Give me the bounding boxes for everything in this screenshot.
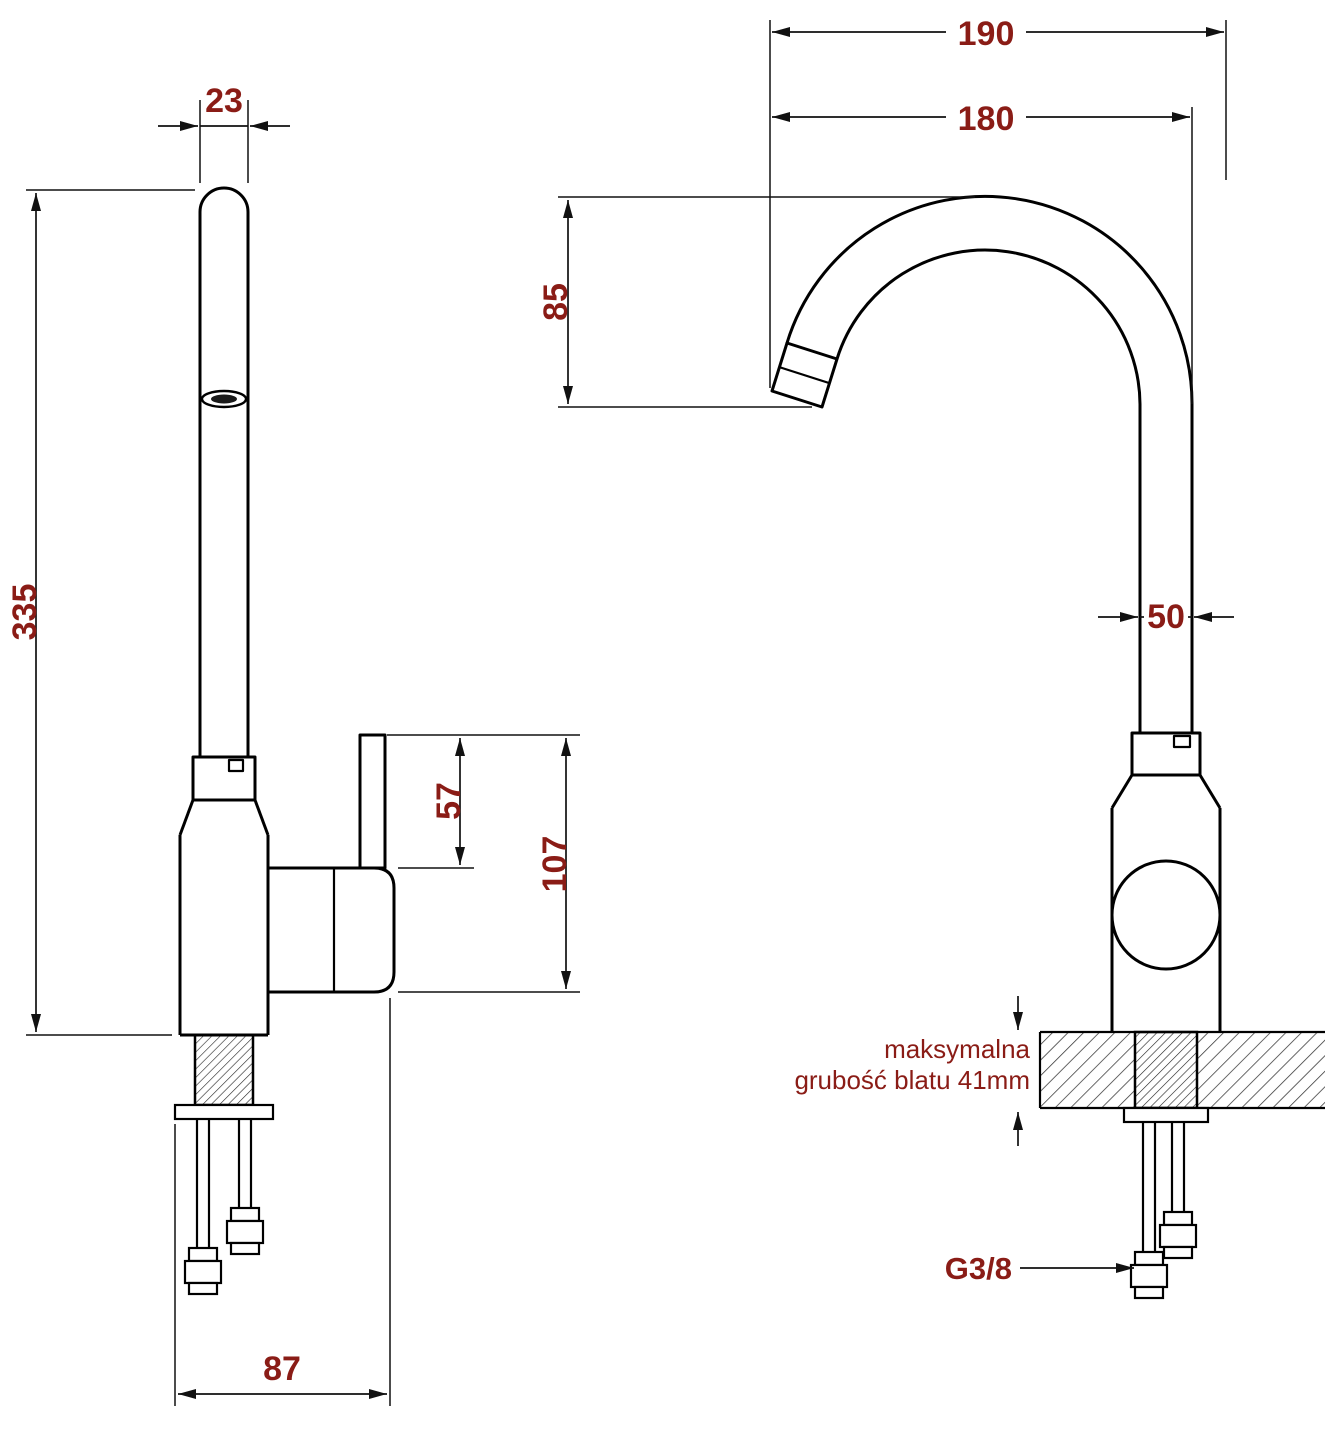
- thread-label: G3/8: [945, 1251, 1012, 1286]
- side-view: [173, 186, 396, 1296]
- front-view: [770, 194, 1325, 1300]
- mounting-hardware-side: [183, 1119, 265, 1296]
- dim-label-total-height: 335: [6, 584, 44, 641]
- counter-thickness-note: maksymalna grubość blatu 41mm: [794, 996, 1031, 1146]
- note-line1: maksymalna: [884, 1034, 1030, 1064]
- dim-label-spout-drop: 85: [537, 283, 575, 321]
- note-line2: grubość blatu 41mm: [794, 1065, 1030, 1095]
- dimension-total-height: 335: [6, 189, 195, 1036]
- dimension-reach-inner: 180: [772, 99, 1193, 404]
- dim-label-spout-diameter: 23: [205, 82, 243, 120]
- spout-pipe-side: [198, 186, 250, 757]
- dim-label-reach-outer: 190: [958, 15, 1015, 53]
- dimension-base-depth: 87: [174, 998, 391, 1406]
- dimension-spout-diameter: 23: [158, 82, 290, 183]
- faucet-body-side: [178, 835, 270, 1037]
- dimension-reach-outer: 190: [769, 14, 1227, 388]
- mounting-hardware-front: [1129, 1122, 1198, 1300]
- dimension-handle-lever: 57: [387, 734, 580, 869]
- faucet-body-front: [1110, 808, 1222, 1032]
- aerator-outlet-icon: [200, 389, 248, 409]
- handle-side: [268, 733, 396, 994]
- dim-label-handle-total: 107: [536, 836, 574, 893]
- thread-size-callout: G3/8: [945, 1251, 1134, 1286]
- dim-label-base-depth: 87: [263, 1350, 301, 1388]
- mounting-shank-side: [173, 1033, 275, 1121]
- front-view-dimensions: 190 180 85 50 maksymalna: [537, 14, 1234, 1286]
- dimension-handle-total: 107: [398, 738, 580, 993]
- spout-collar-side: [178, 755, 270, 836]
- gooseneck-spout-front: [770, 194, 1194, 733]
- dimension-pipe-width: 50: [1098, 598, 1234, 636]
- dim-label-reach-inner: 180: [958, 100, 1015, 138]
- mounting-shank-front: [1122, 1030, 1210, 1124]
- side-view-dimensions: 23 335 57 107 87: [6, 82, 580, 1406]
- dim-label-handle-lever: 57: [430, 782, 468, 820]
- spout-collar-front: [1110, 731, 1222, 809]
- handle-knob-icon: [1110, 859, 1222, 971]
- dim-label-pipe-width: 50: [1147, 598, 1185, 636]
- dimension-spout-drop: 85: [537, 196, 975, 408]
